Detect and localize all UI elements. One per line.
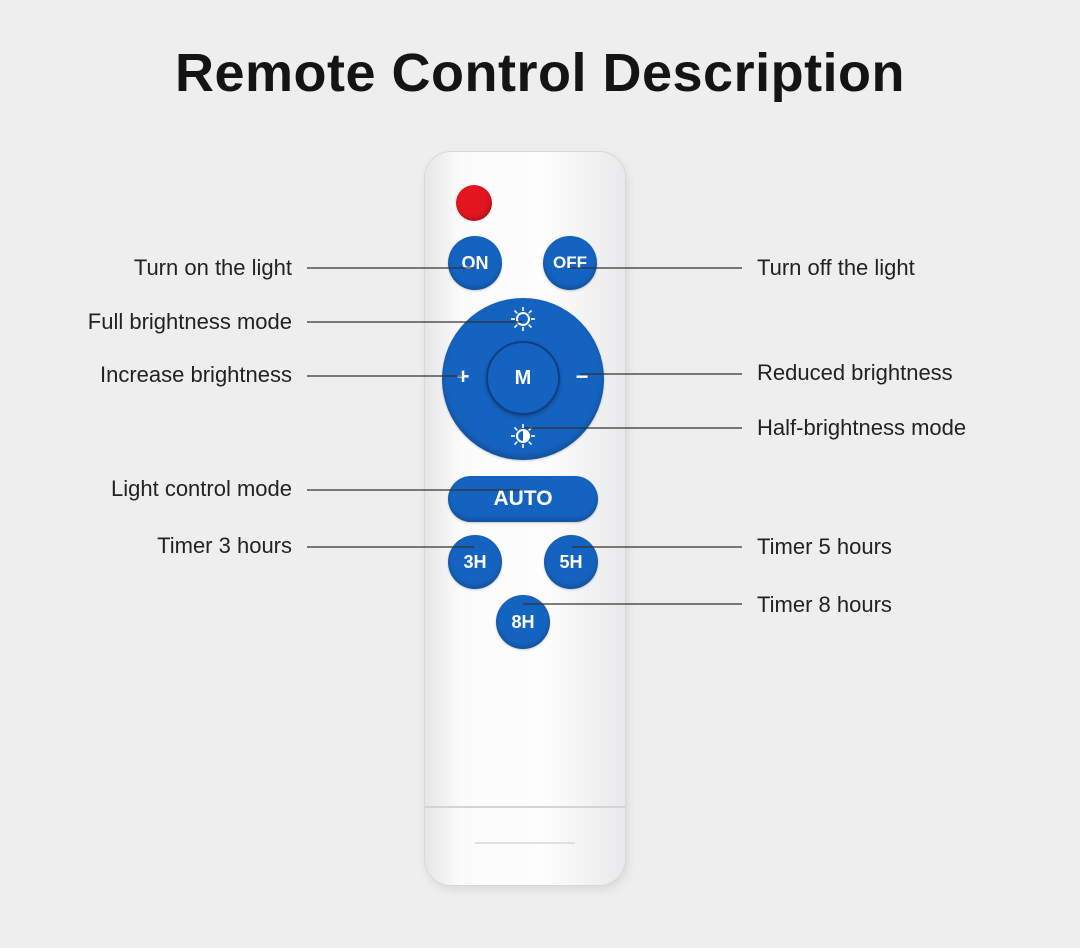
label-turn-on: Turn on the light [133,255,292,280]
sun-full-icon[interactable] [509,305,537,333]
timer-5h-label: 5H [559,551,583,572]
timer-3h-label: 3H [463,551,487,572]
timer-3h-button[interactable]: 3H [448,535,502,589]
label-light-control: Light control mode [111,476,292,501]
mode-button[interactable]: M [486,341,560,415]
label-half-brightness: Half-brightness mode [757,415,967,440]
remote-seam-inner [475,842,575,844]
mode-button-label: M [514,366,532,389]
sun-half-icon[interactable] [509,422,537,450]
label-reduced-brightness: Reduced brightness [757,360,953,385]
off-button[interactable]: OFF [543,236,597,290]
timer-5h-button[interactable]: 5H [544,535,598,589]
label-timer-3: Timer 3 hours [157,533,292,558]
indicator-led [456,185,492,221]
label-turn-off: Turn off the light [757,255,915,280]
timer-8h-label: 8H [511,611,535,632]
auto-button-label: AUTO [493,487,553,510]
label-full-brightness: Full brightness mode [87,309,292,334]
increase-button[interactable]: + [456,364,470,389]
page-title: Remote Control Description [174,43,906,103]
off-button-label: OFF [553,253,587,272]
remote-seam [425,806,625,808]
label-timer-5: Timer 5 hours [757,534,892,559]
decrease-button[interactable]: − [575,364,589,389]
label-increase-brightness: Increase brightness [100,362,292,387]
label-timer-8: Timer 8 hours [757,592,892,617]
auto-button[interactable]: AUTO [448,476,598,522]
